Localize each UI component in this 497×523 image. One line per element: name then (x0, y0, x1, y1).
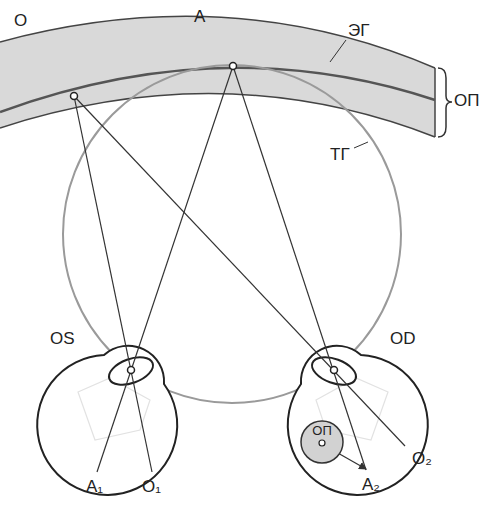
node-label: ОП (300, 424, 344, 438)
leader-line (330, 40, 346, 62)
eye-label: OS (50, 330, 75, 349)
band-label: ОП (454, 92, 479, 111)
eye-label: OD (390, 330, 416, 349)
nodal-point (331, 367, 338, 374)
retina-point-label: O₂ (412, 450, 432, 469)
point-a (230, 63, 237, 70)
bracket (438, 68, 452, 137)
horopter-label: ЭГ (348, 22, 369, 41)
right-eye (288, 346, 428, 495)
point-label: O (14, 12, 27, 31)
point-label: A (194, 8, 205, 27)
blind-spot-circle: ОП (300, 420, 344, 464)
panum-band (0, 16, 435, 137)
nodal-point (128, 367, 135, 374)
retina-point-label: O₁ (142, 478, 161, 497)
sight-lines (74, 66, 405, 472)
empirical-horopter (0, 68, 435, 112)
band-edge (434, 68, 436, 137)
horopter-label: ТГ (330, 146, 350, 165)
band-edge (0, 94, 435, 137)
left-eye (37, 346, 177, 495)
retina-point-label: A₂ (362, 476, 380, 495)
retina-point-label: A₁ (86, 478, 103, 497)
leader-line (354, 142, 368, 148)
band-edge (0, 16, 435, 68)
point-o (71, 93, 78, 100)
